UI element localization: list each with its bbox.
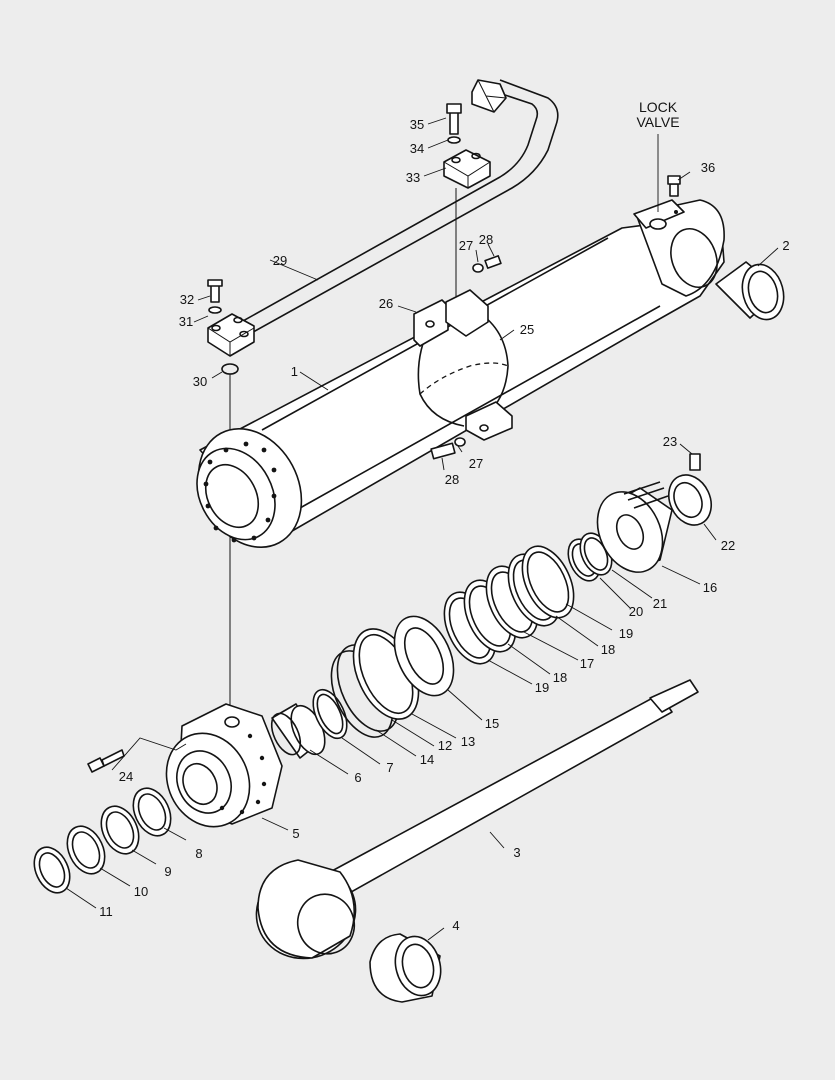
cushion-rings [270, 615, 455, 759]
pipe-flange-block [207, 279, 255, 357]
callout-14: 14 [420, 752, 434, 767]
callout-33: 33 [406, 170, 420, 185]
callout-31: 31 [179, 314, 193, 329]
lock-valve-label-line1: LOCK [639, 99, 678, 115]
callout-5: 5 [292, 826, 299, 841]
callout-13: 13 [461, 734, 475, 749]
callout-22: 22 [721, 538, 735, 553]
bushing-4 [369, 933, 442, 1003]
piston [596, 481, 673, 573]
callout-19a: 19 [619, 626, 633, 641]
callout-8: 8 [195, 846, 202, 861]
callout-10: 10 [134, 884, 148, 899]
callout-27a: 27 [459, 238, 473, 253]
rod-cover [87, 703, 283, 828]
callout-1: 1 [291, 364, 298, 379]
piston-nut [668, 453, 712, 526]
pipe-clamp-block [443, 103, 491, 189]
callout-29: 29 [273, 253, 287, 268]
hydraulic-pipe [233, 79, 559, 337]
callout-18b: 18 [553, 670, 567, 685]
callout-21: 21 [653, 596, 667, 611]
callout-6: 6 [354, 770, 361, 785]
piston-rod [255, 679, 699, 960]
callout-23: 23 [663, 434, 677, 449]
callout-9: 9 [164, 864, 171, 879]
lock-valve-label-line2: VALVE [636, 114, 679, 130]
rod-seals [33, 787, 172, 894]
callout-4: 4 [452, 918, 459, 933]
callout-7: 7 [386, 760, 393, 775]
cylinder-barrel [196, 175, 725, 548]
o-ring-30 [221, 363, 239, 375]
callout-36: 36 [701, 160, 715, 175]
callout-labels: LOCK VALVE 1 2 3 4 5 6 7 8 9 10 11 12 13… [99, 99, 789, 933]
callout-2: 2 [782, 238, 789, 253]
leader-lines [65, 117, 779, 941]
callout-30: 30 [193, 374, 207, 389]
callout-32: 32 [180, 292, 194, 307]
callout-28a: 28 [479, 232, 493, 247]
callout-19b: 19 [535, 680, 549, 695]
callout-17: 17 [580, 656, 594, 671]
callout-11: 11 [99, 904, 113, 919]
bushing-2 [715, 261, 785, 321]
callout-34: 34 [410, 141, 424, 156]
callout-16: 16 [703, 580, 717, 595]
callout-20: 20 [629, 604, 643, 619]
callout-24: 24 [119, 769, 133, 784]
callout-35: 35 [410, 117, 424, 132]
piston-rings [443, 532, 613, 665]
callout-27b: 27 [469, 456, 483, 471]
callout-28b: 28 [445, 472, 459, 487]
callout-26: 26 [379, 296, 393, 311]
callout-15: 15 [485, 716, 499, 731]
pipe-clamp-band [413, 255, 513, 460]
callout-25: 25 [520, 322, 534, 337]
callout-3: 3 [513, 845, 520, 860]
callout-18a: 18 [601, 642, 615, 657]
callout-12: 12 [438, 738, 452, 753]
